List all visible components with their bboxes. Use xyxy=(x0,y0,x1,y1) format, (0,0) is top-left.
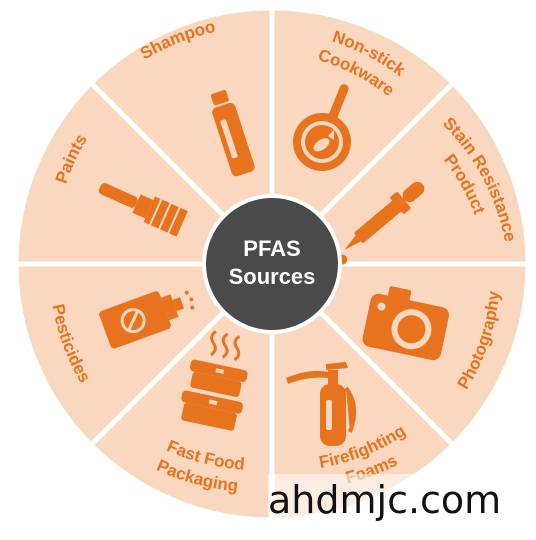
shampoo-bottle-icon xyxy=(210,90,255,177)
fire-extinguisher-icon xyxy=(286,362,357,446)
segment-stain-resistance xyxy=(265,79,531,267)
dropper-icon xyxy=(337,181,425,265)
segment-fast-food-packaging xyxy=(87,257,275,523)
segment-nonstick-cookware xyxy=(269,5,457,271)
center-title-line2: Sources xyxy=(229,264,316,289)
segment-shampoo xyxy=(87,5,275,271)
segment-paints xyxy=(13,79,279,267)
watermark-text: ahdmjc.com xyxy=(268,474,536,526)
center-title-line1: PFAS xyxy=(243,236,300,261)
segment-photography xyxy=(265,261,531,449)
frying-pan-icon xyxy=(293,84,351,171)
paintbrush-icon xyxy=(98,183,188,237)
camera-icon xyxy=(362,286,450,361)
segment-pesticides xyxy=(13,261,279,449)
spray-can-icon xyxy=(99,290,195,349)
center-hub xyxy=(202,194,342,334)
food-container-icon xyxy=(181,330,248,431)
